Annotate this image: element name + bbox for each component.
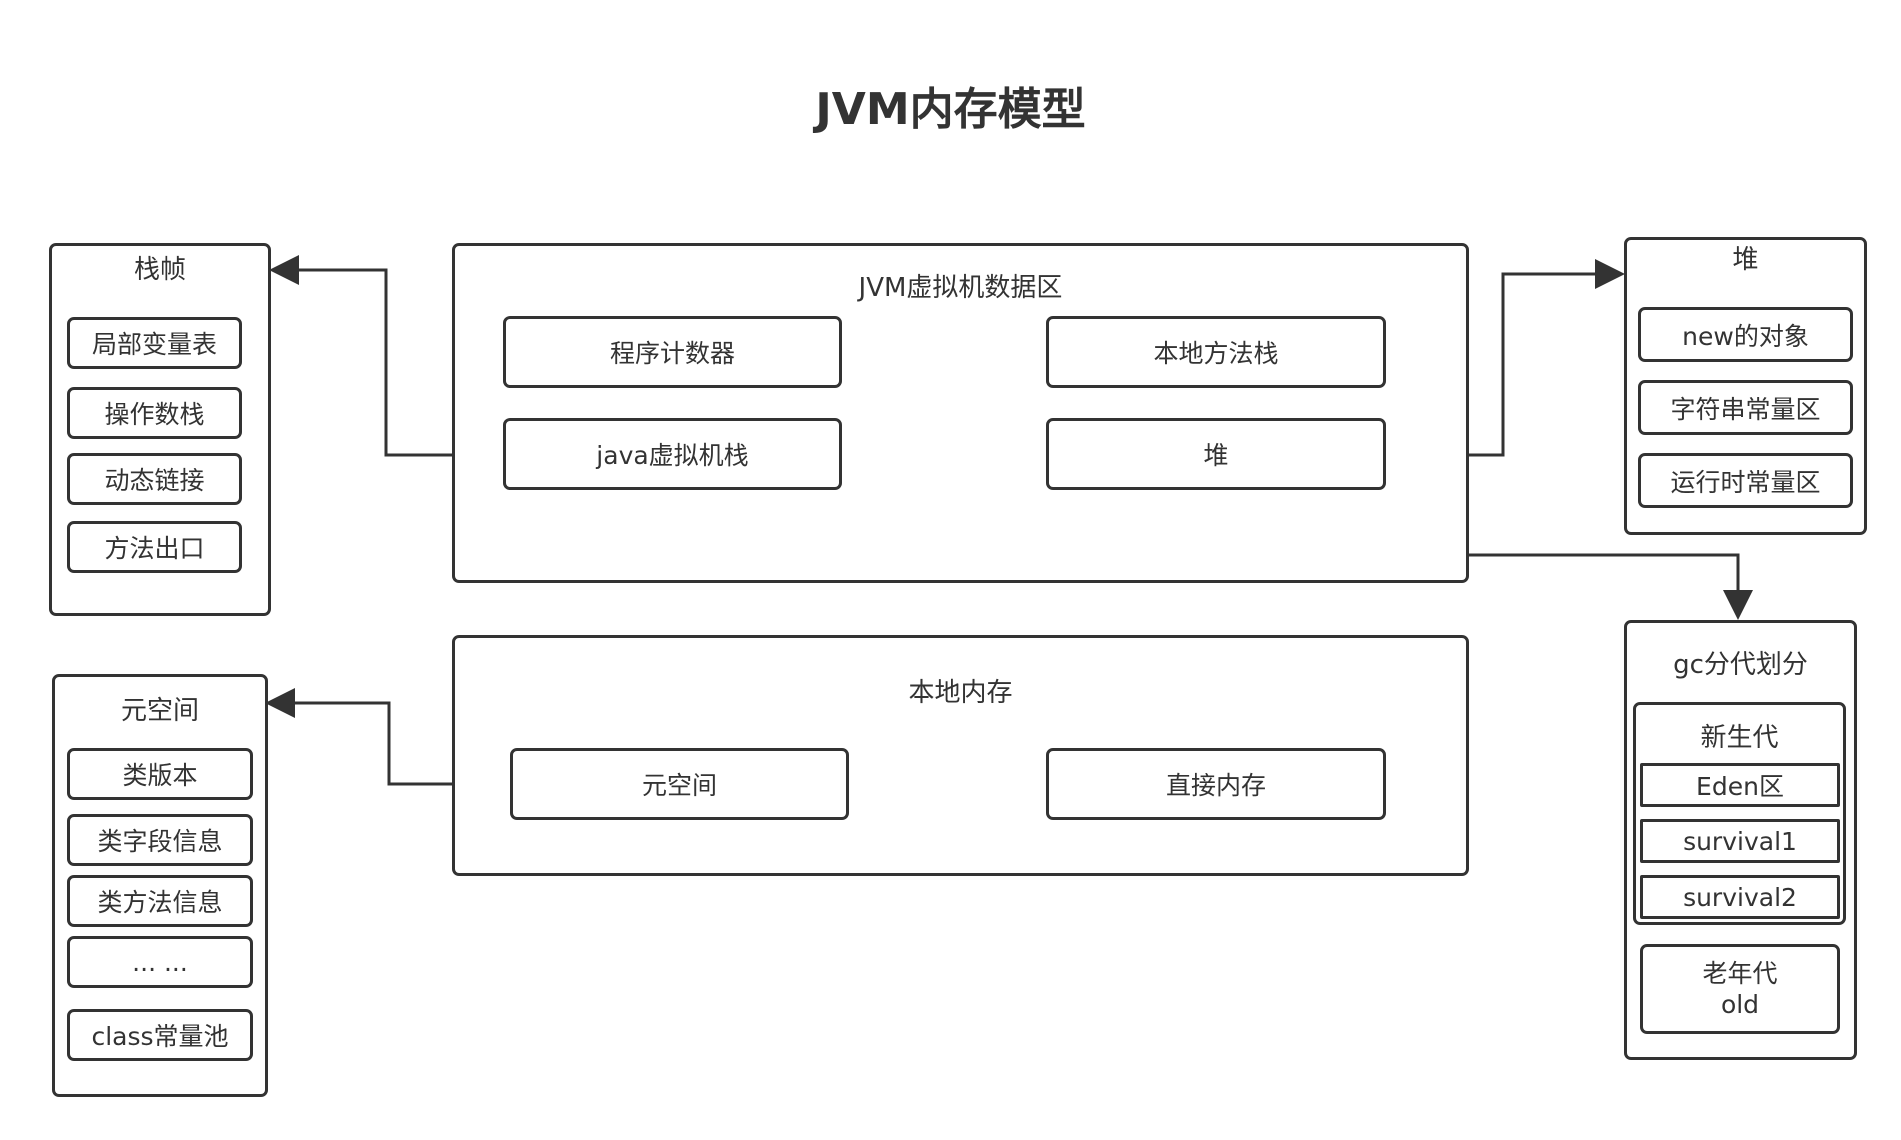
metaspace-panel-title: 元空间 [120, 696, 199, 726]
young-item-survival1: survival1 [1640, 819, 1840, 863]
metaspace-item-class-field-info: 类字段信息 [67, 814, 253, 866]
old-generation-sublabel: old [1720, 990, 1760, 1019]
stack-frame-item-operand-stack: 操作数栈 [67, 387, 242, 439]
diagram-title: JVM内存模型 [815, 84, 1086, 135]
direct-memory-box: 直接内存 [1046, 748, 1386, 820]
heap-item-runtime-constant-area: 运行时常量区 [1638, 453, 1853, 508]
young-generation-title: 新生代 [1700, 723, 1779, 753]
stack-frame-item-method-exit: 方法出口 [67, 521, 242, 573]
stack-frame-item-local-variables: 局部变量表 [67, 317, 242, 369]
old-generation-label: 老年代 [1702, 958, 1778, 988]
stack-frame-item-dynamic-link: 动态链接 [67, 453, 242, 505]
metaspace-box: 元空间 [510, 748, 849, 820]
jvm-data-area-title: JVM虚拟机数据区 [858, 273, 1063, 303]
connector-vm-stack-to-stack-frame [269, 255, 505, 457]
metaspace-item-class-method-info: 类方法信息 [67, 875, 253, 927]
native-memory-title: 本地内存 [908, 678, 1013, 708]
metaspace-item-class-version: 类版本 [67, 748, 253, 800]
gc-generation-title: gc分代划分 [1673, 650, 1808, 680]
metaspace-item-ellipsis: ... ... [67, 936, 253, 988]
heap-panel-title: 堆 [1732, 245, 1759, 275]
young-item-eden: Eden区 [1640, 763, 1840, 807]
jvm-data-area-panel [452, 243, 1469, 583]
native-method-stack-box: 本地方法栈 [1046, 316, 1386, 388]
heap-item-new-objects: new的对象 [1638, 307, 1853, 362]
connector-metaspace-to-metaspace-panel [265, 688, 512, 786]
young-item-survival2: survival2 [1640, 875, 1840, 919]
java-vm-stack-box: java虚拟机栈 [503, 418, 842, 490]
stack-frame-title: 栈帧 [133, 255, 186, 285]
heap-box: 堆 [1046, 418, 1386, 490]
metaspace-item-class-constant-pool: class常量池 [67, 1009, 253, 1061]
old-generation-box: 老年代 old [1640, 944, 1840, 1034]
heap-item-string-constant-area: 字符串常量区 [1638, 380, 1853, 435]
program-counter-box: 程序计数器 [503, 316, 842, 388]
